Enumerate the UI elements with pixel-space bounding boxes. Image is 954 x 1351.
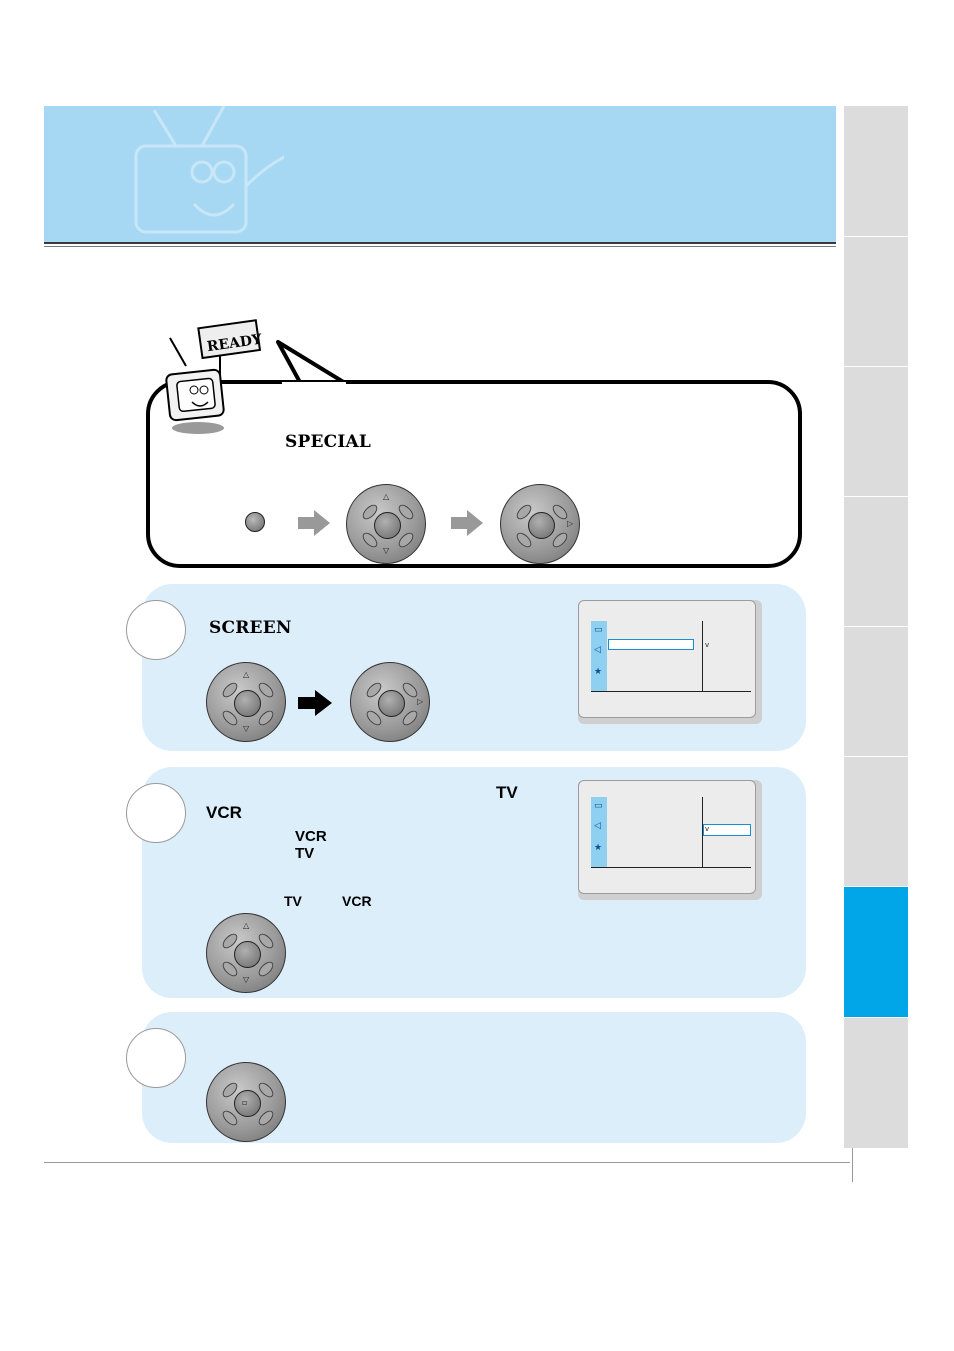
ok-icon: ▫ [242,1098,248,1107]
step-3-number-circle [126,1028,186,1088]
menu-screen-2-baseline [591,867,751,868]
joypad-right[interactable]: ▷ [500,484,580,564]
joypad-up-down[interactable]: △ ▽ [206,913,286,993]
menu-screen-1-sidebar: ▭ ◁ ★ [591,621,607,691]
menu-screen-1-divider [702,621,703,691]
ready-mascot-icon: READY [165,319,264,434]
menu-screen-2-check: v [705,825,710,833]
joypad-up-down[interactable]: △ ▽ [346,484,426,564]
side-tab-8[interactable] [844,1018,908,1149]
special-icon: ★ [594,843,603,853]
menu-screen-2-highlight [703,824,751,836]
footer-rule [44,1162,850,1163]
menu-screen-1-highlight [608,639,694,650]
special-menu-label: SPECIAL [285,432,372,452]
sound-icon: ◁ [594,821,601,831]
side-tab-3[interactable] [844,367,908,497]
side-tab-6[interactable] [844,757,908,887]
side-tab-5[interactable] [844,627,908,757]
menu-screen-2-sidebar: ▭ ◁ ★ [591,797,607,867]
ready-speech-bubble [146,380,802,568]
down-arrow-icon: ▽ [243,975,250,984]
option-vcr-label: VCR [206,803,242,822]
toggle-vcr-label: VCR [342,893,372,909]
menu-screen-2: ▭ ◁ ★ v [578,780,756,894]
joypad-right[interactable]: ▷ [350,662,430,742]
side-tab-2[interactable] [844,237,908,367]
up-arrow-icon: △ [243,670,250,679]
side-tab-1[interactable] [844,106,908,237]
picture-icon: ▭ [594,801,603,811]
bubble-tail-joint [282,382,346,388]
up-arrow-icon: △ [243,921,250,930]
picture-icon: ▭ [594,625,603,635]
joypad-ok[interactable]: ▫ [206,1062,286,1142]
up-arrow-icon: △ [383,492,390,501]
arrow-right-icon [451,510,483,536]
menu-screen-1-check: v [705,641,710,649]
arrow-right-icon [298,690,332,716]
tv-line-label: TV [295,845,315,862]
menu-screen-2-divider [702,797,703,867]
right-arrow-icon: ▷ [567,519,574,528]
ready-sign-text: READY [206,332,264,356]
right-arrow-icon: ▷ [417,697,424,706]
menu-screen-1: ▭ ◁ ★ v [578,600,756,718]
side-tab-4[interactable] [844,497,908,627]
page-header-banner [44,106,836,242]
option-tv-label: TV [496,783,518,802]
joypad-up-down[interactable]: △ ▽ [206,662,286,742]
arrow-right-icon [298,510,330,536]
screen-menu-label: SCREEN [209,618,292,638]
step-1-number-circle [126,600,186,660]
step-2-number-circle [126,783,186,843]
header-rule-thin [44,246,836,247]
header-rule [44,242,836,244]
toggle-tv-label: TV [284,893,302,909]
menu-screen-1-baseline [591,691,751,692]
down-arrow-icon: ▽ [383,546,390,555]
down-arrow-icon: ▽ [243,724,250,733]
sound-icon: ◁ [594,645,601,655]
tv-mascot-watermark [134,106,284,234]
side-tab-7-active[interactable] [844,887,908,1018]
menu-button[interactable] [245,512,265,532]
footer-tick [852,1148,853,1182]
vcr-line-label: VCR [295,828,327,845]
special-icon: ★ [594,667,603,677]
